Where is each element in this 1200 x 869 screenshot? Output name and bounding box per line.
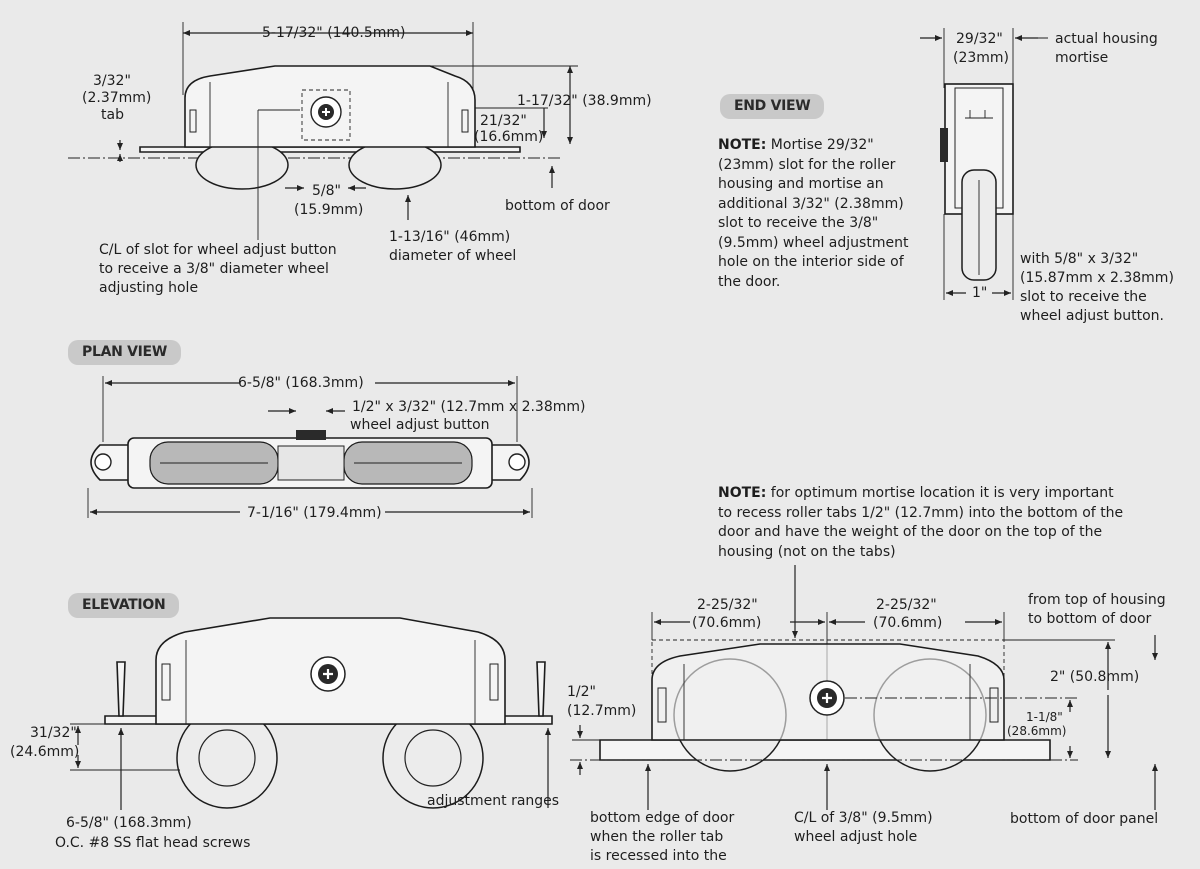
wheel-diameter-label: 1-13/16" (46mm)	[389, 229, 511, 245]
end-adjust-button	[940, 128, 948, 162]
recess-label: 1/2"	[567, 684, 596, 700]
mortise-location-note: NOTE: for optimum mortise location it is…	[718, 484, 1168, 562]
note-line: the door.	[718, 273, 781, 290]
button-width-label: 5/8"	[312, 183, 341, 199]
note-line: Mortise 29/32"	[766, 137, 874, 153]
bottom-of-door-label: bottom of door	[505, 198, 610, 214]
plan-oc-label: 6-5/8" (168.3mm)	[238, 375, 364, 391]
left-spacing-mm-label: (70.6mm)	[692, 615, 762, 631]
elevation-header: ELEVATION	[68, 593, 180, 618]
top-housing-label-1: from top of housing	[1028, 592, 1166, 608]
actual-housing-label: actual housing	[1055, 31, 1158, 47]
top-side-view	[68, 22, 578, 240]
cl-slot-label-2: to receive a 3/8" diameter wheel	[99, 261, 329, 277]
note-line: (23mm) slot for the roller	[718, 156, 896, 173]
slot-label-1: with 5/8" x 3/32"	[1020, 251, 1139, 267]
cl-slot-label-3: adjusting hole	[99, 280, 199, 296]
top-width-label: 5-17/32" (140.5mm)	[262, 25, 406, 41]
end-width-label: 29/32"	[956, 31, 1003, 47]
note-heading: NOTE:	[718, 137, 767, 153]
plan-button-size-label: 1/2" x 3/32" (12.7mm x 2.38mm)	[352, 399, 586, 415]
bottom-edge-label-2: when the roller tab	[590, 829, 724, 845]
button-width-mm-label: (15.9mm)	[294, 202, 364, 218]
end-view-drawing	[920, 28, 1048, 300]
note-line: slot to receive the 3/8"	[718, 215, 879, 231]
screw-spacing-label: 6-5/8" (168.3mm)	[66, 815, 192, 831]
two-inch-label: 2" (50.8mm)	[1050, 669, 1140, 685]
note-line: to recess roller tabs 1/2" (12.7mm) into…	[718, 504, 1124, 521]
hole-cl-label-1: C/L of 3/8" (9.5mm)	[794, 810, 933, 826]
right-spacing-label: 2-25/32"	[876, 597, 937, 613]
plan-view-drawing	[87, 376, 533, 518]
end-view-note: NOTE: Mortise 29/32" (23mm) slot for the…	[718, 136, 923, 292]
screw-right	[536, 661, 546, 717]
slot-label-3: slot to receive the	[1020, 289, 1147, 305]
installed-view-drawing	[570, 565, 1158, 810]
elevation-height-mm-label: (24.6mm)	[10, 744, 80, 760]
actual-mortise-label: mortise	[1055, 50, 1109, 66]
elevation-height-label: 31/32"	[30, 725, 77, 741]
bottom-door-panel-label: bottom of door panel	[1010, 811, 1159, 827]
note-line: hole on the interior side of	[718, 254, 904, 270]
axle-height-mm-label: (28.6mm)	[1007, 724, 1067, 738]
hub-height-mm-label: (16.6mm)	[474, 129, 544, 145]
elevation-drawing	[70, 617, 553, 810]
slot-label-4: wheel adjust button.	[1020, 308, 1164, 324]
hub-height-label: 21/32"	[480, 113, 527, 129]
plan-view-header: PLAN VIEW	[68, 340, 181, 365]
one-inch-label: 1"	[972, 285, 988, 301]
wheel-right	[348, 140, 442, 190]
note-line: (9.5mm) wheel adjustment	[718, 234, 909, 251]
note-line: housing and mortise an	[718, 176, 884, 192]
wheel-left	[195, 140, 289, 190]
note-line: housing (not on the tabs)	[718, 543, 896, 560]
screw-type-label: O.C. #8 SS flat head screws	[55, 835, 251, 851]
note-line: for optimum mortise location it is very …	[766, 485, 1114, 501]
axle-height-label: 1-1/8"	[1026, 710, 1063, 724]
end-width-mm-label: (23mm)	[953, 50, 1010, 66]
cl-slot-label-1: C/L of slot for wheel adjust button	[99, 242, 337, 258]
right-spacing-mm-label: (70.6mm)	[873, 615, 943, 631]
plan-button-desc-label: wheel adjust button	[350, 417, 490, 433]
tab-thickness-label: 3/32"	[93, 73, 131, 89]
hole-cl-label-2: wheel adjust hole	[794, 829, 918, 845]
slot-label-2: (15.87mm x 2.38mm)	[1020, 270, 1174, 286]
tab-word-label: tab	[101, 107, 124, 123]
end-view-header: END VIEW	[720, 94, 825, 119]
bottom-edge-label-3: is recessed into the	[590, 848, 727, 864]
housing-height-label: 1-17/32" (38.9mm)	[517, 93, 652, 109]
plan-overall-label: 7-1/16" (179.4mm)	[247, 505, 382, 521]
adjustment-ranges-label: adjustment ranges	[427, 793, 560, 809]
plan-adjust-button	[296, 430, 326, 440]
bottom-edge-label-1: bottom edge of door	[590, 810, 735, 826]
screw-left	[116, 661, 126, 717]
top-housing-label-2: to bottom of door	[1028, 611, 1152, 627]
tab-thickness-mm-label: (2.37mm)	[82, 90, 152, 106]
installed-tab	[599, 739, 1051, 761]
left-spacing-label: 2-25/32"	[697, 597, 758, 613]
recess-mm-label: (12.7mm)	[567, 703, 637, 719]
wheel-diameter-desc: diameter of wheel	[389, 248, 517, 264]
note-line: additional 3/32" (2.38mm)	[718, 195, 904, 212]
note-heading: NOTE:	[718, 485, 767, 501]
note-line: door and have the weight of the door on …	[718, 524, 1103, 540]
